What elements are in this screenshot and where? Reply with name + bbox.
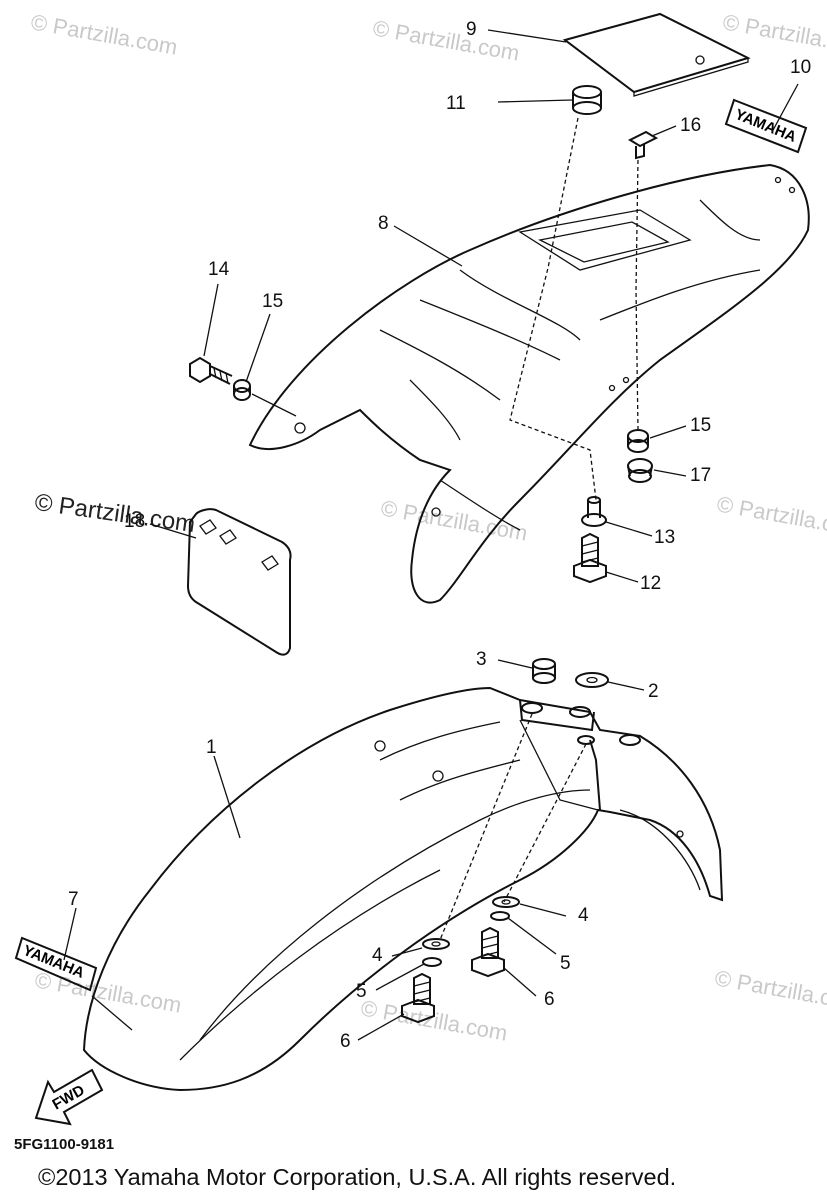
leader-6a <box>357 1013 405 1041</box>
callout-6: 6 <box>340 1031 351 1052</box>
leader-15a <box>245 313 271 383</box>
diagram-code: 5FG1100-9181 <box>14 1136 115 1153</box>
leader-4b <box>519 903 567 917</box>
assembly-line <box>635 159 639 431</box>
callout-10: 10 <box>790 57 812 78</box>
callout-13: 13 <box>654 527 676 548</box>
leader-15b <box>649 425 687 439</box>
part-4a-washer <box>422 938 450 950</box>
leader-12 <box>605 571 639 583</box>
callout-15: 15 <box>262 291 284 312</box>
assembly-line <box>503 743 587 903</box>
part-2-washer <box>575 672 609 688</box>
copyright-text: ©2013 Yamaha Motor Corporation, U.S.A. A… <box>38 1164 677 1190</box>
leader-10 <box>771 83 799 133</box>
callout-6: 6 <box>544 989 555 1010</box>
callout-18: 18 <box>124 511 146 532</box>
part-9-plate <box>562 12 751 97</box>
leader-18 <box>149 523 197 539</box>
leader-11 <box>497 99 573 103</box>
callout-4: 4 <box>372 945 383 966</box>
leader-7 <box>63 907 77 961</box>
part-8-rear-fender <box>248 163 810 604</box>
decal-text-side: YAMAHA <box>21 942 87 982</box>
part-10-decal: YAMAHA <box>724 98 808 154</box>
assembly-line <box>439 713 533 941</box>
leader-9 <box>487 29 567 43</box>
part-6b-bolt <box>471 926 505 978</box>
leader-14 <box>203 283 219 357</box>
part-13-collar <box>581 496 607 527</box>
callout-7: 7 <box>68 889 79 910</box>
part-3-spacer <box>532 658 556 684</box>
part-18-plate <box>186 508 292 656</box>
leader-7b <box>91 995 133 1031</box>
assembly-line <box>509 117 597 501</box>
part-12-bolt <box>573 532 607 584</box>
leader-5a <box>375 963 425 991</box>
leader-17 <box>653 469 687 477</box>
part-11-grommet <box>572 85 602 115</box>
callout-14: 14 <box>208 259 230 280</box>
part-5b-washer <box>490 911 510 921</box>
part-4b-washer <box>492 896 520 908</box>
leader-6b <box>503 967 537 997</box>
callout-5: 5 <box>356 981 367 1002</box>
callout-8: 8 <box>378 213 389 234</box>
part-1-front-fender <box>82 686 724 1092</box>
part-5a-washer <box>422 957 442 967</box>
part-14-bolt <box>189 356 233 385</box>
callout-12: 12 <box>640 573 662 594</box>
callout-4: 4 <box>578 905 589 926</box>
callout-1: 1 <box>206 737 217 758</box>
leader-13 <box>605 521 653 537</box>
assembly-line <box>251 393 297 417</box>
part-6a-bolt <box>401 972 435 1024</box>
part-15b-nut <box>627 429 649 453</box>
part-15a-nut <box>233 379 251 401</box>
part-7-decal: YAMAHA <box>14 936 98 992</box>
callout-3: 3 <box>476 649 487 670</box>
leader-16 <box>651 125 677 137</box>
fwd-arrow-icon: FWD <box>34 1068 104 1126</box>
callout-17: 17 <box>690 465 712 486</box>
callout-2: 2 <box>648 681 659 702</box>
leader-5b <box>507 917 557 955</box>
leader-3 <box>497 659 533 669</box>
callout-11: 11 <box>446 93 466 114</box>
leader-4a <box>391 947 423 957</box>
callout-15: 15 <box>690 415 712 436</box>
callout-9: 9 <box>466 19 477 40</box>
callout-16: 16 <box>680 115 702 136</box>
leader-1 <box>213 755 241 839</box>
leader-8 <box>393 225 463 267</box>
leader-2 <box>607 681 645 691</box>
part-16-clip <box>627 130 659 160</box>
part-17-collar <box>627 458 653 483</box>
callout-5: 5 <box>560 953 571 974</box>
